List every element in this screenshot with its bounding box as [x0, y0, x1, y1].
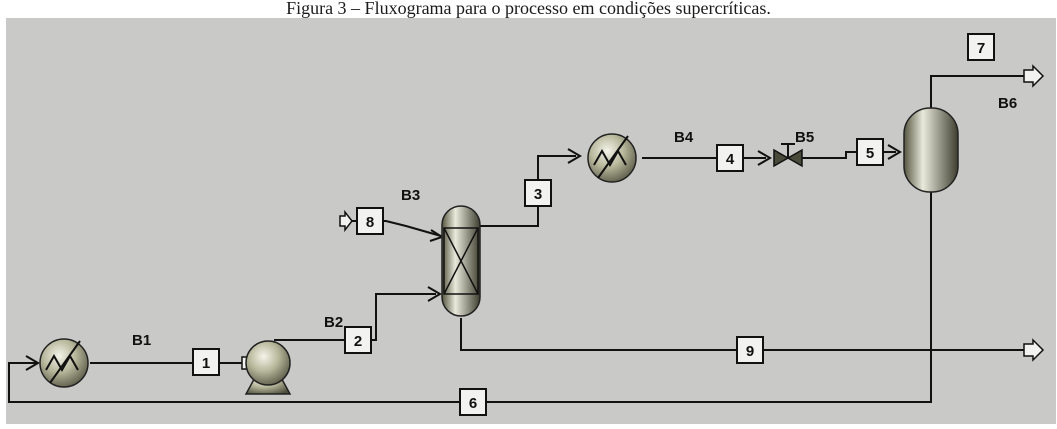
stream-6-label: 6 — [469, 395, 477, 412]
arrow-into-b3-side — [427, 286, 442, 302]
stream-5-label: 5 — [866, 145, 874, 162]
block-b6-label: B6 — [998, 95, 1017, 112]
block-b4-label: B4 — [674, 129, 694, 146]
stream-4-box[interactable]: 4 — [716, 144, 744, 172]
product-7-arrow — [1023, 64, 1045, 88]
stream-8-label: 8 — [366, 214, 374, 231]
product-9-arrow — [1023, 338, 1045, 362]
stream-7-label: 7 — [977, 40, 985, 57]
b2-pump-icon[interactable] — [244, 340, 292, 395]
b6-flash-drum-icon[interactable] — [903, 107, 959, 193]
stream-6-line — [8, 192, 932, 403]
figure-caption: Figura 3 – Fluxograma para o processo em… — [286, 0, 771, 18]
flowsheet-canvas: 1 2 3 4 5 6 7 8 9 B1 B2 B3 B4 B5 B6 — [6, 18, 1056, 424]
arrow-into-b5 — [757, 150, 772, 166]
b5-valve-icon[interactable] — [773, 143, 803, 168]
stream-lines — [8, 75, 1026, 403]
stream-4-label: 4 — [726, 151, 735, 168]
b4-heater-icon[interactable] — [587, 133, 637, 183]
block-b3-label: B3 — [401, 187, 420, 204]
arrow-into-b6 — [887, 144, 902, 160]
stream-9-line — [460, 318, 1026, 351]
block-b1-label: B1 — [132, 332, 151, 349]
stream-5-box[interactable]: 5 — [856, 138, 884, 166]
stream-2-label: 2 — [354, 333, 362, 350]
stream-7-box[interactable]: 7 — [967, 33, 995, 61]
block-b5-label: B5 — [795, 129, 814, 146]
stream-7-line — [930, 75, 1026, 110]
arrow-into-b4 — [567, 148, 582, 164]
stream-1-label: 1 — [202, 355, 210, 372]
feed-8-arrow — [339, 209, 353, 233]
stream-3-line — [480, 155, 576, 227]
stream-8-box[interactable]: 8 — [356, 207, 384, 235]
stream-2-box[interactable]: 2 — [344, 326, 372, 354]
stream-9-label: 9 — [746, 343, 754, 360]
stream-3-label: 3 — [534, 186, 542, 203]
stream-6-box[interactable]: 6 — [459, 388, 487, 416]
block-b2-label: B2 — [324, 314, 343, 331]
stream-9-box[interactable]: 9 — [736, 336, 764, 364]
b3-reactor-icon[interactable] — [441, 205, 481, 317]
stream-1-box[interactable]: 1 — [192, 348, 220, 376]
stream-arrows — [25, 64, 1045, 375]
b1-heater-icon[interactable] — [39, 338, 89, 388]
arrow-into-b1 — [25, 355, 40, 371]
stream-3-box[interactable]: 3 — [524, 179, 552, 207]
